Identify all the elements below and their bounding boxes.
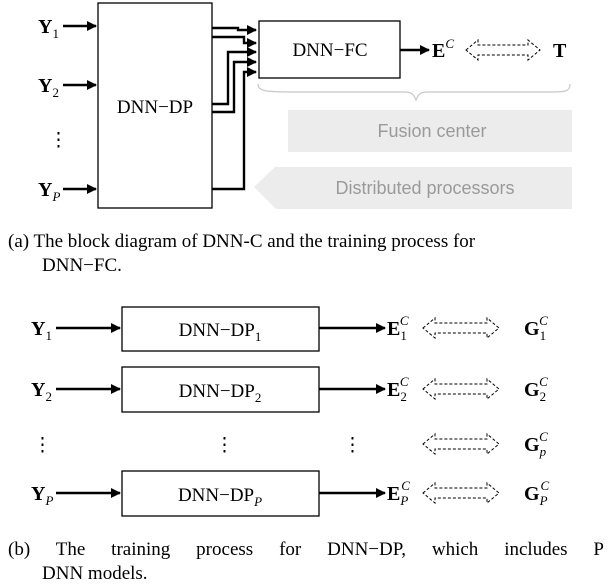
row1-output-sup: C	[400, 313, 409, 328]
row3-target-base: G	[524, 434, 540, 456]
row-1: Y1 DNN−DP1 E1C G1C	[31, 306, 548, 352]
svg-text:Y1: Y1	[31, 318, 52, 343]
top-diagram: Fusion center Distributed processors DNN…	[38, 2, 572, 209]
row2-output-base: E	[387, 379, 400, 401]
dots-input: ⋮	[33, 435, 52, 456]
row1-box-sub: 1	[255, 329, 262, 344]
rowp-target-base: G	[524, 483, 540, 505]
row1-target-base: G	[524, 318, 540, 340]
rowp-input-sub: P	[44, 493, 53, 508]
target-t: T	[553, 40, 567, 62]
svg-text:GPC: GPC	[524, 478, 550, 508]
input-y1-sub: 1	[52, 26, 59, 41]
svg-text:YP: YP	[38, 179, 60, 204]
svg-text:DNN−DPP: DNN−DPP	[178, 485, 262, 509]
distributed-band-arrowhead	[254, 166, 276, 209]
row1-target-sub: 1	[540, 328, 547, 343]
caption-a-line2: DNN−FC.	[42, 255, 122, 276]
svg-text:GpC: GpC	[524, 429, 548, 459]
row-p: YP DNN−DPP EPC GPC	[31, 470, 550, 517]
dnn-dp-box	[97, 2, 213, 209]
row1-output-base: E	[387, 318, 400, 340]
fusion-center-brace	[257, 83, 571, 102]
input-yp-base: Y	[38, 179, 53, 201]
row1-output-sub: 1	[400, 328, 407, 343]
input-y2-base: Y	[38, 75, 53, 97]
row1-compare-double-arrow	[422, 316, 500, 340]
row1-input-sub: 1	[45, 328, 52, 343]
row3-compare-double-arrow	[422, 432, 500, 456]
rowp-input-base: Y	[31, 483, 46, 505]
fusion-center-label: Fusion center	[377, 121, 486, 141]
row2-output-sub: 2	[400, 389, 407, 404]
row3-target-sub: p	[539, 444, 547, 459]
input-y1-base: Y	[38, 16, 53, 38]
svg-text:E2C: E2C	[387, 374, 409, 404]
rowp-box-sub: P	[253, 494, 262, 509]
input-y2-sub: 2	[52, 85, 59, 100]
dots-output: ⋮	[343, 435, 362, 456]
caption-b-line2: DNN models.	[42, 563, 148, 584]
distributed-processors-label: Distributed processors	[335, 178, 514, 198]
row2-compare-double-arrow	[422, 377, 500, 401]
top-compare-double-arrow	[465, 38, 541, 62]
rowp-target-sub: P	[539, 493, 548, 508]
row1-target-sup: C	[539, 313, 548, 328]
svg-text:DNN−DP2: DNN−DP2	[179, 381, 262, 405]
row-dots: ⋮ ⋮ ⋮ GpC	[33, 429, 548, 459]
row2-target-base: G	[524, 379, 540, 401]
bottom-diagram: Y1 DNN−DP1 E1C G1C Y2 DNN−DP2 E2C G2C ⋮ …	[31, 306, 550, 517]
row2-input-base: Y	[31, 379, 46, 401]
rowp-output-base: E	[387, 483, 400, 505]
caption-a-line1: (a) The block diagram of DNN-C and the t…	[8, 231, 476, 252]
rowp-compare-double-arrow	[422, 481, 500, 505]
rowp-dnn-dp-box	[121, 470, 320, 517]
rowp-output-sub: P	[399, 493, 408, 508]
row2-dnn-dp-box	[121, 366, 320, 413]
dots-box: ⋮	[215, 435, 234, 456]
row2-target-sub: 2	[540, 389, 547, 404]
output-e-sup: C	[445, 36, 454, 51]
row1-input-base: Y	[31, 318, 46, 340]
row2-input-sub: 2	[45, 389, 52, 404]
distributed-processors-band	[276, 167, 572, 209]
svg-text:YP: YP	[31, 483, 53, 508]
svg-text:Y2: Y2	[38, 75, 59, 100]
svg-text:EC: EC	[432, 36, 454, 62]
caption-b-line1: (b) The training process for DNN−DP, whi…	[8, 539, 604, 560]
input-yp-sub: P	[51, 189, 60, 204]
caption-b: (b) The training process for DNN−DP, whi…	[8, 538, 604, 586]
input-y2: Y2	[38, 75, 98, 100]
output-e-base: E	[432, 40, 445, 62]
svg-text:E1C: E1C	[387, 313, 409, 343]
row-2: Y2 DNN−DP2 E2C G2C	[31, 366, 548, 413]
rowp-box-label: DNN−DP	[178, 485, 254, 506]
dp-to-fc-connections	[212, 24, 258, 191]
row2-output-sup: C	[400, 374, 409, 389]
dnn-dp-label: DNN−DP	[117, 97, 193, 118]
svg-text:EPC: EPC	[387, 478, 410, 508]
svg-text:DNN−DP1: DNN−DP1	[179, 320, 262, 344]
row1-box-label: DNN−DP	[179, 320, 255, 341]
rowp-output-sup: C	[401, 478, 410, 493]
rowp-target-sup: C	[541, 478, 550, 493]
input-dots: ⋮	[49, 130, 68, 151]
fusion-center-band	[288, 110, 572, 152]
svg-text:Y1: Y1	[38, 16, 59, 41]
row2-box-sub: 2	[255, 390, 262, 405]
row3-target-sup: C	[539, 429, 548, 444]
svg-text:Y2: Y2	[31, 379, 52, 404]
input-yp: YP	[38, 179, 98, 204]
dnn-fc-label: DNN−FC	[292, 40, 367, 61]
row2-box-label: DNN−DP	[179, 381, 255, 402]
svg-text:G2C: G2C	[524, 374, 548, 404]
svg-text:G1C: G1C	[524, 313, 548, 343]
row2-target-sup: C	[539, 374, 548, 389]
dnn-fc-box	[258, 20, 401, 79]
input-y1: Y1	[38, 16, 98, 41]
caption-a: (a) The block diagram of DNN-C and the t…	[8, 230, 604, 278]
